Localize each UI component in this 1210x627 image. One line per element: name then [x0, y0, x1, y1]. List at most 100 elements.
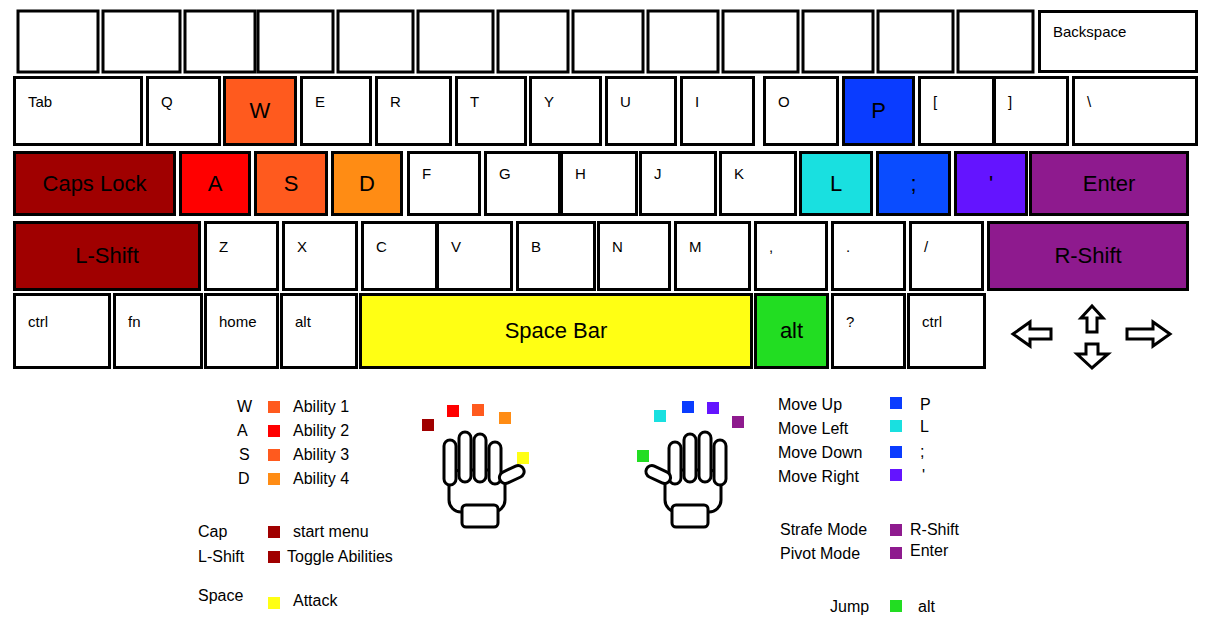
key-label: R [390, 93, 401, 110]
key-label: Tab [28, 93, 52, 110]
key-label: H [575, 165, 586, 182]
legend-text: Ability 4 [293, 470, 349, 488]
key-name-label: W [237, 398, 252, 416]
keyboard-key: Z [204, 221, 279, 291]
key-label: C [376, 238, 387, 255]
keyboard-key: [ [918, 76, 995, 146]
key-name-label: ' [922, 467, 925, 485]
key-name-label: Cap [198, 523, 227, 541]
key-name-label: D [238, 470, 250, 488]
keyboard-key: U [605, 76, 677, 146]
key-label: home [219, 313, 257, 330]
key-name-label: P [920, 396, 931, 414]
key-label: G [499, 165, 511, 182]
key-label: T [470, 93, 479, 110]
keyboard-key: fn [113, 293, 203, 369]
keyboard-key: R [375, 76, 452, 146]
keyboard-key: / [909, 221, 984, 291]
key-label: K [734, 165, 744, 182]
keyboard-key: Backspace [1038, 10, 1198, 73]
keyboard-key: ctrl [13, 293, 111, 369]
blank-keys [18, 11, 1033, 72]
key-name-label: ; [920, 443, 924, 461]
key-name-label: alt [918, 598, 935, 616]
keyboard-key: V [436, 221, 513, 291]
keyboard-key: Space Bar [359, 293, 753, 369]
legend-swatch [268, 449, 280, 461]
key-name-label: Space [198, 587, 243, 605]
keyboard-key: B [516, 221, 596, 291]
keyboard-key: alt [280, 293, 358, 369]
key-label: ] [1008, 93, 1012, 110]
keyboard-key: ; [876, 151, 951, 216]
keyboard-key: Q [146, 76, 221, 146]
key-label: B [531, 238, 541, 255]
keyboard-key: ] [993, 76, 1069, 146]
key-label: \ [1087, 93, 1091, 110]
legend-swatch [890, 397, 902, 409]
keyboard-key: Y [529, 76, 602, 146]
key-label: [ [933, 93, 937, 110]
legend-swatch [890, 547, 902, 559]
legend-text: Toggle Abilities [287, 548, 393, 566]
key-label: Z [219, 238, 228, 255]
keyboard-key: G [484, 151, 561, 216]
key-label: ctrl [28, 313, 48, 330]
key-label: Caps Lock [43, 171, 147, 197]
key-name-label: L-Shift [198, 548, 244, 566]
keyboard-key: Tab [13, 76, 143, 146]
legend-text: Move Up [778, 396, 842, 414]
legend-swatch [268, 425, 280, 437]
legend-swatch [268, 401, 280, 413]
key-label: R-Shift [1054, 243, 1121, 269]
key-label: I [695, 93, 699, 110]
keyboard-key: S [254, 151, 328, 216]
legend-swatch [268, 597, 280, 609]
key-label: L-Shift [75, 243, 139, 269]
legend-swatch [268, 526, 280, 538]
key-label: M [689, 238, 702, 255]
key-label: L [830, 171, 842, 197]
key-label: N [612, 238, 623, 255]
key-label: X [297, 238, 307, 255]
legend-text: Attack [293, 592, 337, 610]
key-label: alt [295, 313, 311, 330]
keyboard-key: F [407, 151, 481, 216]
keyboard-key: L-Shift [13, 221, 201, 291]
key-label: ' [989, 171, 993, 197]
legend-swatch [268, 551, 280, 563]
key-label: D [359, 171, 375, 197]
key-label: ; [910, 171, 916, 197]
legend-text: start menu [293, 523, 369, 541]
hand-drawing [444, 432, 526, 527]
legend-text: Pivot Mode [780, 545, 860, 563]
key-label: E [315, 93, 325, 110]
key-label: Y [544, 93, 554, 110]
keyboard-key: M [674, 221, 751, 291]
keyboard-key: home [204, 293, 279, 369]
key-label: P [871, 98, 886, 124]
keyboard-key: E [300, 76, 372, 146]
keyboard-key: X [282, 221, 358, 291]
legend-text: Ability 2 [293, 422, 349, 440]
key-label: U [620, 93, 631, 110]
key-label: Backspace [1053, 23, 1126, 40]
hand-drawing [644, 432, 726, 527]
key-label: S [284, 171, 299, 197]
legend-swatch [890, 420, 902, 432]
key-label: J [654, 165, 662, 182]
legend-swatch [890, 600, 902, 612]
key-label: alt [780, 318, 803, 344]
key-name-label: R-Shift [910, 521, 959, 539]
keyboard-key: R-Shift [987, 221, 1189, 291]
key-name-label: A [237, 422, 248, 440]
keyboard-key: D [331, 151, 403, 216]
key-label: fn [128, 313, 141, 330]
key-label: F [422, 165, 431, 182]
keyboard-key: . [831, 221, 906, 291]
keyboard-key: K [719, 151, 797, 216]
legend-text: Strafe Mode [780, 521, 867, 539]
keyboard-key: ? [831, 293, 906, 369]
key-label: W [250, 98, 271, 124]
